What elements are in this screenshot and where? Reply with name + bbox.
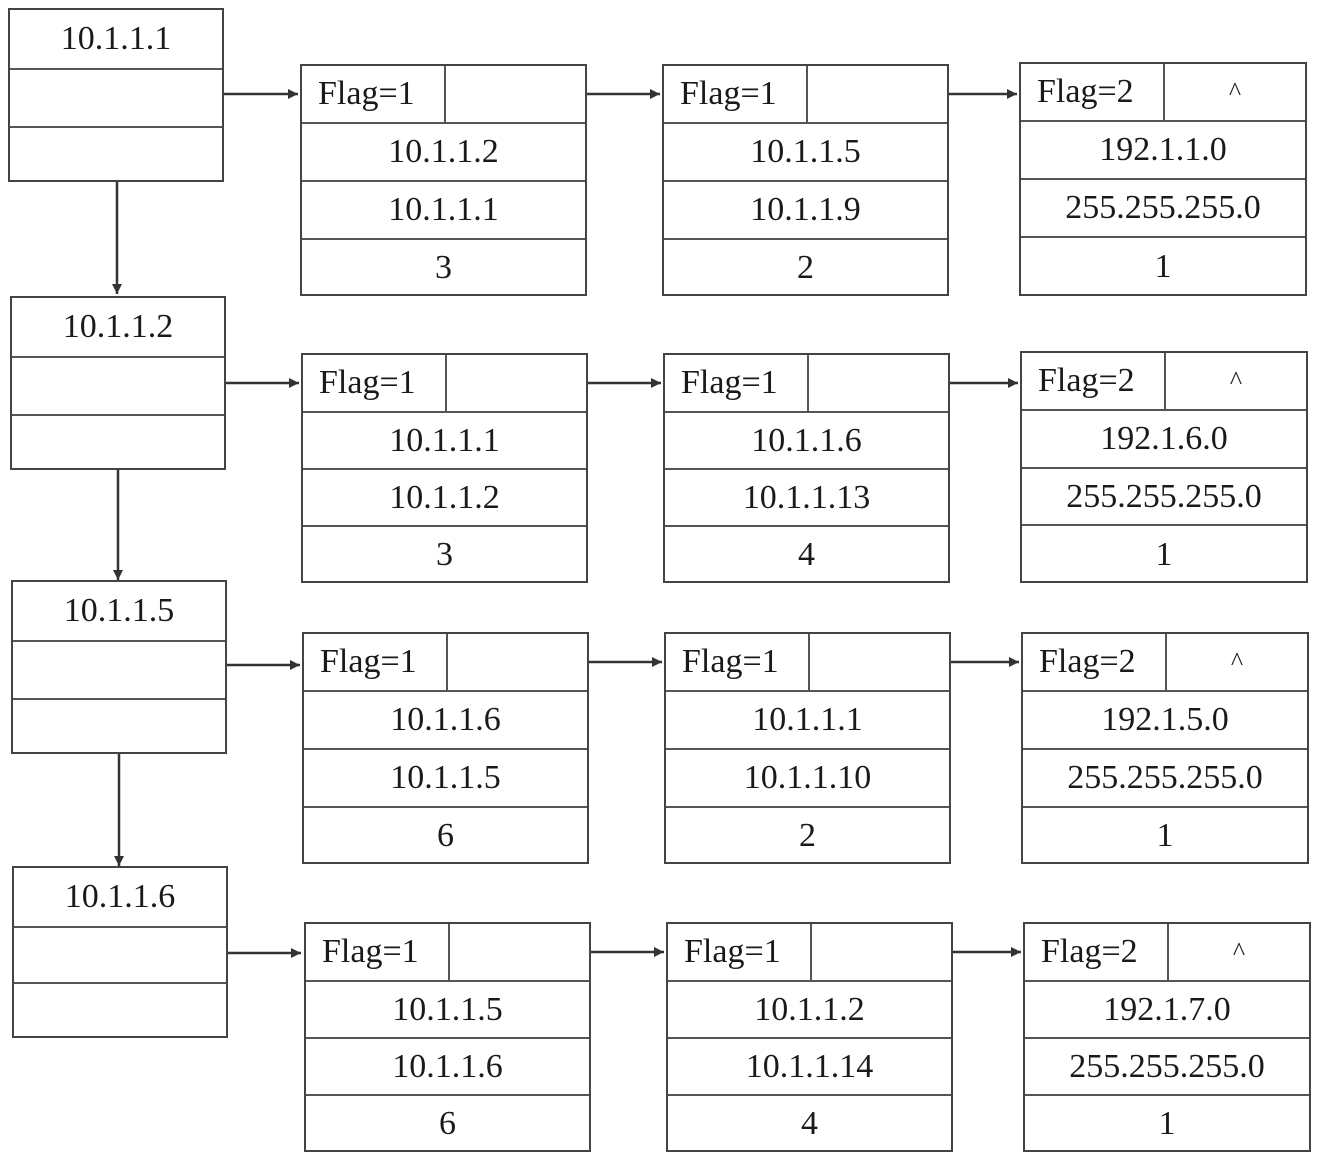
flag-label: Flag=1: [304, 634, 448, 690]
list-node: Flag=2 ^ 192.1.5.0 255.255.255.0 1: [1021, 632, 1309, 864]
next-pointer: [447, 355, 586, 411]
next-pointer: [448, 634, 587, 690]
head-node: 10.1.1.6: [12, 866, 228, 1038]
metric: 1: [1021, 236, 1305, 296]
list-node: Flag=1 10.1.1.5 10.1.1.6 6: [304, 922, 591, 1152]
next-pointer: [810, 634, 949, 690]
address-2: 10.1.1.2: [303, 468, 586, 525]
address-1: 10.1.1.6: [665, 411, 948, 468]
head-ip: 10.1.1.5: [63, 592, 175, 629]
head-pointer-cell: [14, 926, 226, 982]
address-1: 192.1.5.0: [1023, 690, 1307, 748]
flag-label: Flag=1: [302, 66, 446, 122]
metric: 1: [1023, 806, 1307, 864]
metric: 6: [304, 806, 587, 864]
null-pointer-icon: ^: [1229, 366, 1243, 395]
metric: 2: [666, 806, 949, 864]
head-ip: 10.1.1.6: [64, 878, 176, 915]
address-1: 10.1.1.6: [304, 690, 587, 748]
flag-label: Flag=1: [303, 355, 447, 411]
head-pointer-cell: [13, 640, 225, 698]
null-pointer-icon: ^: [1230, 647, 1244, 676]
null-pointer-icon: ^: [1232, 937, 1246, 966]
address-2: 10.1.1.13: [665, 468, 948, 525]
head-ip: 10.1.1.2: [62, 308, 174, 345]
address-1: 10.1.1.2: [302, 122, 585, 180]
head-pointer-cell: [12, 356, 224, 414]
flag-label: Flag=1: [668, 924, 812, 980]
metric: 3: [302, 238, 585, 296]
list-node: Flag=1 10.1.1.2 10.1.1.14 4: [666, 922, 953, 1152]
next-pointer: [450, 924, 589, 980]
address-1: 192.1.1.0: [1021, 120, 1305, 178]
address-2: 10.1.1.6: [306, 1037, 589, 1094]
flag-label: Flag=1: [666, 634, 810, 690]
metric: 2: [664, 238, 947, 296]
address-1: 192.1.7.0: [1025, 980, 1309, 1037]
metric: 1: [1022, 524, 1306, 583]
address-2: 255.255.255.0: [1023, 748, 1307, 806]
address-2: 10.1.1.1: [302, 180, 585, 238]
list-node: Flag=2 ^ 192.1.1.0 255.255.255.0 1: [1019, 62, 1307, 296]
null-pointer-icon: ^: [1228, 77, 1242, 106]
flag-label: Flag=1: [665, 355, 809, 411]
head-empty-cell: [12, 414, 224, 470]
flag-label: Flag=1: [306, 924, 450, 980]
list-node: Flag=1 10.1.1.6 10.1.1.13 4: [663, 353, 950, 583]
flag-label: Flag=2: [1025, 924, 1169, 980]
list-node: Flag=1 10.1.1.6 10.1.1.5 6: [302, 632, 589, 864]
metric: 4: [668, 1094, 951, 1152]
address-1: 192.1.6.0: [1022, 409, 1306, 467]
head-empty-cell: [14, 982, 226, 1038]
next-pointer: [809, 355, 948, 411]
next-pointer: [812, 924, 951, 980]
head-node: 10.1.1.5: [11, 580, 227, 754]
address-2: 10.1.1.9: [664, 180, 947, 238]
address-2: 10.1.1.10: [666, 748, 949, 806]
metric: 4: [665, 525, 948, 583]
address-1: 10.1.1.1: [666, 690, 949, 748]
address-2: 10.1.1.14: [668, 1037, 951, 1094]
list-node: Flag=2 ^ 192.1.7.0 255.255.255.0 1: [1023, 922, 1311, 1152]
address-1: 10.1.1.5: [664, 122, 947, 180]
flag-label: Flag=2: [1023, 634, 1167, 690]
list-node: Flag=1 10.1.1.5 10.1.1.9 2: [662, 64, 949, 296]
address-2: 255.255.255.0: [1021, 178, 1305, 236]
flag-label: Flag=2: [1021, 64, 1165, 120]
list-node: Flag=1 10.1.1.2 10.1.1.1 3: [300, 64, 587, 296]
list-node: Flag=1 10.1.1.1 10.1.1.10 2: [664, 632, 951, 864]
head-empty-cell: [13, 698, 225, 754]
next-pointer: [808, 66, 947, 122]
metric: 6: [306, 1094, 589, 1152]
head-node: 10.1.1.1: [8, 8, 224, 182]
head-ip: 10.1.1.1: [60, 20, 172, 57]
metric: 3: [303, 525, 586, 583]
address-1: 10.1.1.5: [306, 980, 589, 1037]
metric: 1: [1025, 1094, 1309, 1152]
head-node: 10.1.1.2: [10, 296, 226, 470]
address-1: 10.1.1.1: [303, 411, 586, 468]
address-2: 255.255.255.0: [1025, 1037, 1309, 1094]
list-node: Flag=1 10.1.1.1 10.1.1.2 3: [301, 353, 588, 583]
address-2: 255.255.255.0: [1022, 467, 1306, 524]
next-pointer: [446, 66, 585, 122]
head-pointer-cell: [10, 68, 222, 126]
flag-label: Flag=1: [664, 66, 808, 122]
head-empty-cell: [10, 126, 222, 182]
address-2: 10.1.1.5: [304, 748, 587, 806]
flag-label: Flag=2: [1022, 353, 1166, 409]
address-1: 10.1.1.2: [668, 980, 951, 1037]
list-node: Flag=2 ^ 192.1.6.0 255.255.255.0 1: [1020, 351, 1308, 583]
